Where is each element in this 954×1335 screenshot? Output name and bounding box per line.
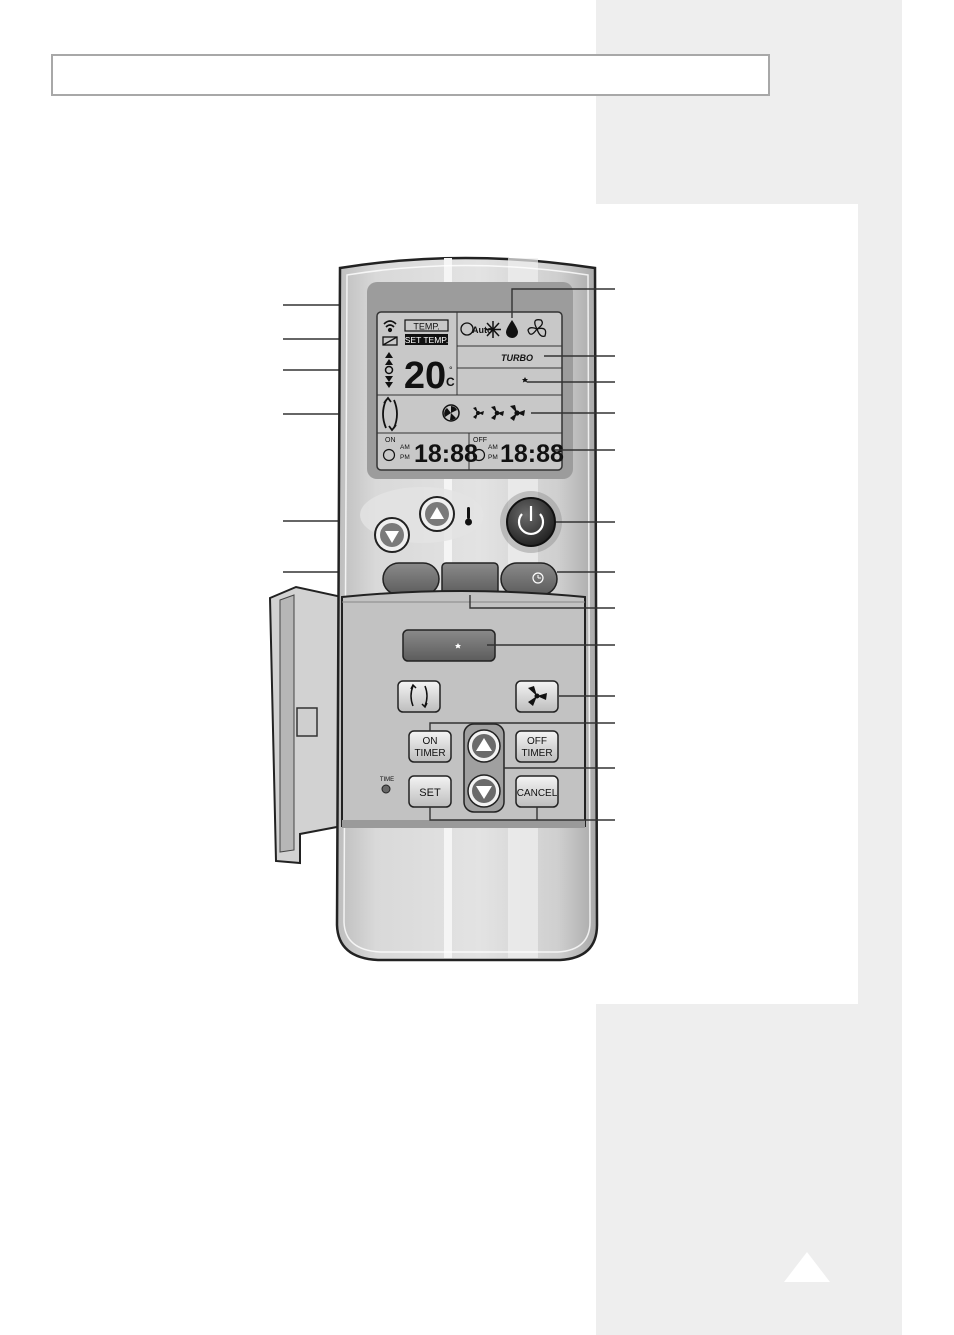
time-down-icon xyxy=(476,786,492,799)
signal-icon xyxy=(383,320,397,333)
lcd-display: TEMP. SET TEMP. 20 ° C Auto TURBO xyxy=(367,282,573,479)
auto-fan-icon xyxy=(442,404,460,422)
off-timer-line1: OFF xyxy=(527,736,547,747)
swing-icon xyxy=(382,396,398,432)
off-pm-label: PM xyxy=(488,454,498,461)
off-timer-label: OFF xyxy=(473,437,487,444)
time-adjust-rocker xyxy=(463,723,505,813)
off-clock-icon xyxy=(472,448,486,462)
on-timer-line1: ON xyxy=(423,736,438,747)
set-button[interactable]: SET xyxy=(408,775,452,808)
fan-speed-icon xyxy=(384,352,394,388)
on-pm-label: PM xyxy=(400,454,410,461)
battery-icon xyxy=(382,336,398,346)
dry-icon xyxy=(506,320,518,338)
sidebar-white-panel xyxy=(596,204,858,1004)
timer-button[interactable] xyxy=(500,562,558,596)
thermometer-icon xyxy=(465,507,472,526)
page-up-arrow-icon[interactable] xyxy=(784,1252,830,1282)
time-up-button[interactable] xyxy=(467,729,501,763)
on-timer-label: ON xyxy=(385,437,396,444)
on-am-label: AM xyxy=(400,444,410,451)
mode-button[interactable] xyxy=(382,562,440,596)
fan-mode-icon xyxy=(527,319,547,337)
off-timer-button[interactable]: OFF TIMER xyxy=(515,730,559,763)
fan-icon xyxy=(528,686,547,706)
set-temp-label: SET TEMP. xyxy=(405,335,448,345)
off-time-value: 18:88 xyxy=(500,440,564,468)
degree-symbol: ° xyxy=(449,365,453,375)
on-time-value: 18:88 xyxy=(414,440,478,468)
temp-down-button[interactable] xyxy=(374,517,410,553)
time-button[interactable]: TIME xyxy=(380,777,394,794)
off-timer-line2: TIMER xyxy=(521,748,552,759)
on-timer-button[interactable]: ON TIMER xyxy=(408,730,452,763)
cool-icon xyxy=(485,321,501,338)
cancel-button[interactable]: CANCEL xyxy=(515,775,559,808)
on-timer-line2: TIMER xyxy=(414,748,445,759)
auto-mode-label: Auto xyxy=(472,325,493,335)
sleep-button[interactable] xyxy=(402,629,496,662)
on-clock-icon xyxy=(382,448,396,462)
auto-mode-icon xyxy=(460,322,474,336)
temp-label-box xyxy=(404,319,449,332)
time-label: TIME xyxy=(380,777,394,783)
down-arrow-icon xyxy=(385,531,399,543)
fan-button[interactable] xyxy=(515,680,559,713)
set-label: SET xyxy=(419,787,441,799)
temperature-value: 20 xyxy=(404,355,446,397)
time-down-button[interactable] xyxy=(467,774,501,808)
temp-up-button[interactable] xyxy=(419,496,455,532)
set-temp-label-box xyxy=(405,334,448,345)
power-button[interactable] xyxy=(500,491,562,553)
power-icon xyxy=(517,513,545,536)
temp-label: TEMP. xyxy=(413,322,439,332)
fan-low-icon xyxy=(473,407,484,419)
swing-button[interactable] xyxy=(397,680,441,713)
time-up-icon xyxy=(476,738,492,751)
up-arrow-icon xyxy=(430,507,444,519)
turbo-indicator: TURBO xyxy=(501,353,533,363)
remote-cover-flap xyxy=(268,585,343,865)
fan-high-icon xyxy=(510,405,525,421)
right-callout-lines xyxy=(429,288,615,821)
timer-icon xyxy=(532,572,544,584)
temperature-unit: C xyxy=(446,375,455,389)
fan-mid-icon xyxy=(491,406,504,420)
temperature-buttons xyxy=(360,487,484,553)
cancel-label: CANCEL xyxy=(517,788,558,799)
off-am-label: AM xyxy=(488,444,498,451)
swing-button-icon xyxy=(410,683,428,709)
title-box xyxy=(51,54,770,96)
